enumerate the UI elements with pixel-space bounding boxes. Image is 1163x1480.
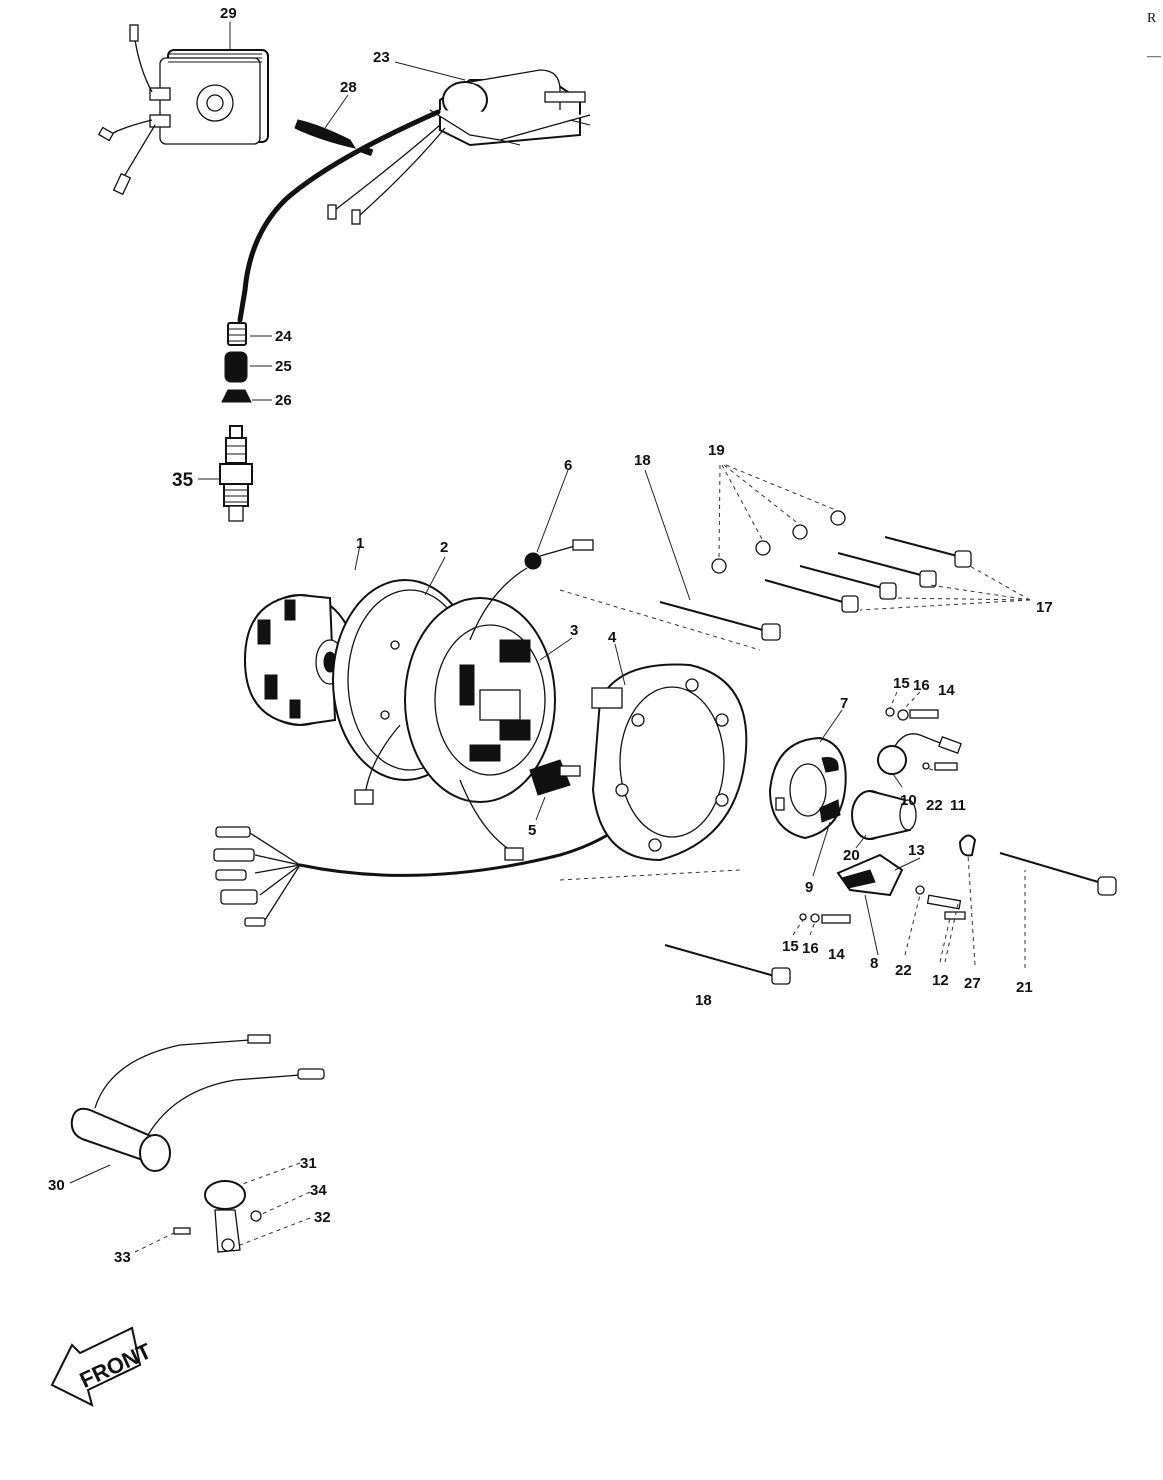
part-33-screw [173,1227,191,1235]
part-6-grommet-lead [469,539,594,641]
callout-16-upper: 16 [913,677,930,694]
part-27-felt [958,834,977,857]
callout-23: 23 [373,49,390,66]
callout-13: 13 [908,842,925,859]
alignment-guide-lower [559,869,741,881]
high-tension-cable [237,109,441,323]
callout-1: 1 [356,535,364,552]
callout-35: 35 [172,470,194,491]
callout-7: 7 [840,695,848,712]
callout-25: 25 [275,358,292,375]
callout-8: 8 [870,955,878,972]
alignment-guide-upper [559,589,761,651]
part-24-cap-spring [227,322,247,346]
callout-32: 32 [314,1209,331,1226]
callout-24: 24 [275,328,292,345]
leader-lines [198,22,921,956]
corner-text: R [1147,11,1157,26]
part-10-condenser [877,733,962,775]
part-9-contact [819,799,841,823]
callout-26: 26 [275,392,292,409]
callout-6: 6 [564,457,572,474]
callout-30: 30 [48,1177,65,1194]
part-19-nuts [711,510,846,574]
part-17-bolts [764,536,972,613]
part-3-stator [404,597,556,803]
callout-22-upper: 22 [926,797,943,814]
callout-14-lower: 14 [828,946,845,963]
callout-2: 2 [440,539,448,556]
callout-33: 33 [114,1249,131,1266]
callout-22-lower: 22 [895,962,912,979]
part-30-resistor [70,1034,325,1172]
part-8-contact-breaker [836,853,904,897]
part-4-base-plate [591,663,748,862]
part-5-condenser [529,759,581,796]
callout-14-upper: 14 [938,682,955,699]
part-22-12-screw-set [915,885,966,920]
part-18-lower-bolt [664,944,791,985]
part-31-clamp [204,1180,246,1253]
callout-3: 3 [570,622,578,639]
callout-11: 11 [950,797,966,814]
corner-mark: — [1146,49,1162,64]
part-18-upper-bolt [659,601,781,641]
part-28-sleeve [294,119,357,149]
callout-27: 27 [964,975,981,992]
part-25-plug-cap [224,351,248,383]
callout-28: 28 [340,79,357,96]
callout-18-lower: 18 [695,992,712,1009]
front-direction-badge: FRONT [50,1326,156,1407]
part-15-16-14-upper-screw-set [885,707,939,721]
part-21-bolt [999,852,1117,896]
part-29-regulator [97,24,269,196]
callout-21: 21 [1016,979,1033,996]
callout-12: 12 [932,972,949,989]
callout-labels: 29 23 28 24 25 26 35 6 18 19 17 1 2 3 4 … [48,5,1053,1266]
callout-29: 29 [220,5,237,22]
part-20-cam [851,790,917,840]
callout-9: 9 [805,879,813,896]
callout-17: 17 [1036,599,1053,616]
callout-20: 20 [843,847,860,864]
part-26-cap-seal [221,389,252,403]
callout-15-upper: 15 [893,675,910,692]
part-15-16-14-lower-screw-set [799,913,851,924]
callout-15-lower: 15 [782,938,799,955]
callout-19: 19 [708,442,725,459]
part-23-ignition-coil [327,69,591,225]
part-35-spark-plug [219,425,253,522]
callout-31: 31 [300,1155,317,1172]
wire-harness [213,724,667,927]
callout-34: 34 [310,1182,327,1199]
part-22-11-screw [922,762,958,771]
callout-16-lower: 16 [802,940,819,957]
callout-4: 4 [608,629,617,646]
callout-10: 10 [900,792,917,809]
dashed-leaders [69,464,1031,1253]
part-7-breaker-plate [768,736,847,840]
callout-18-upper: 18 [634,452,651,469]
part-34-nut [250,1210,262,1222]
callout-5: 5 [528,822,536,839]
